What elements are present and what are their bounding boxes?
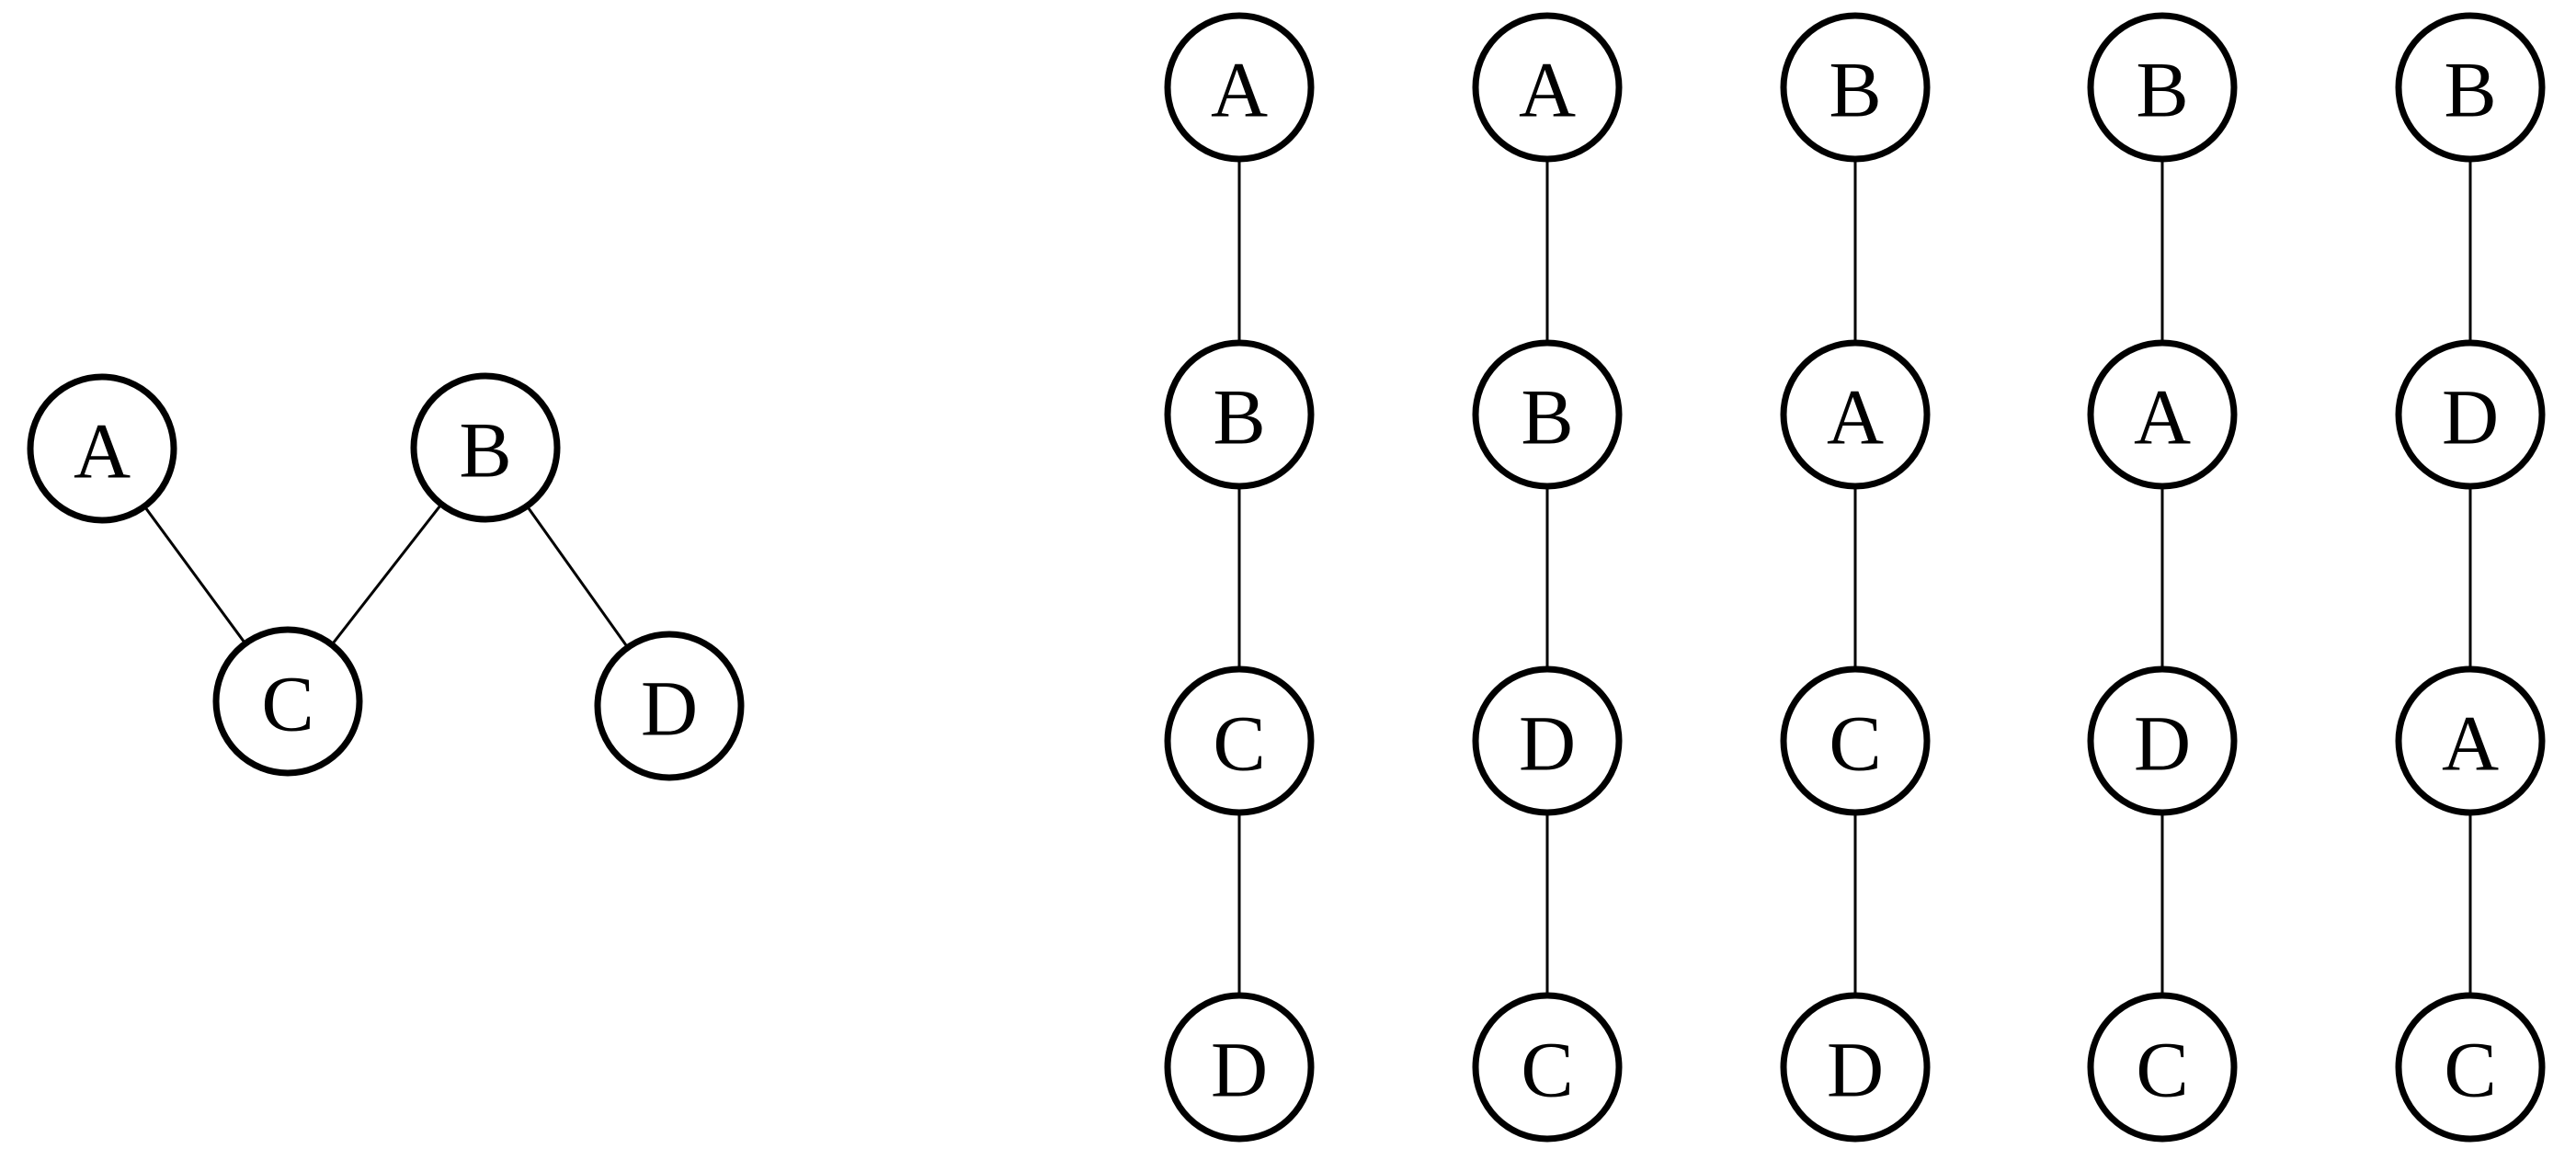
chain-1-node-4: D	[1164, 992, 1315, 1143]
left-graph: A B C D	[27, 372, 745, 781]
node-circle	[1780, 992, 1931, 1143]
chain-3-node-3: C	[1780, 665, 1931, 816]
node-label: A	[2442, 699, 2499, 788]
node-circle	[2087, 12, 2238, 163]
chain-2: A B D C	[1472, 12, 1623, 1143]
node-circle	[2087, 665, 2238, 816]
node-circle	[1164, 12, 1315, 163]
chain-1-node-3: C	[1164, 665, 1315, 816]
node-circle	[1780, 665, 1931, 816]
chain-5-node-4: C	[2395, 992, 2546, 1143]
chain-5-node-3: A	[2395, 665, 2546, 816]
node-circle	[1780, 339, 1931, 490]
node-label: B	[2444, 46, 2496, 134]
chain-orderings: A B C D A B D C B A C D B A D C B D A C	[1164, 12, 2546, 1143]
chain-4-node-2: A	[2087, 339, 2238, 490]
node-label: D	[641, 665, 698, 753]
node-label: B	[1213, 373, 1265, 461]
node-label: C	[2444, 1026, 2496, 1114]
node-label: B	[1521, 373, 1573, 461]
chain-1: A B C D	[1164, 12, 1315, 1143]
graph-node-b: B	[410, 372, 561, 523]
node-circle	[2395, 339, 2546, 490]
chain-2-node-4: C	[1472, 992, 1623, 1143]
node-label: D	[1827, 1026, 1884, 1114]
chain-4-node-1: B	[2087, 12, 2238, 163]
node-label: A	[74, 407, 131, 495]
chain-1-node-1: A	[1164, 12, 1315, 163]
node-circle	[2395, 12, 2546, 163]
graph-node-d: D	[594, 631, 745, 781]
chain-3: B A C D	[1780, 12, 1931, 1143]
chain-5-node-1: B	[2395, 12, 2546, 163]
chain-3-node-4: D	[1780, 992, 1931, 1143]
node-label: A	[1519, 46, 1576, 134]
node-label: B	[1829, 46, 1881, 134]
node-circle	[1472, 665, 1623, 816]
graph-node-a: A	[27, 373, 177, 524]
node-label: B	[459, 406, 511, 495]
graph-node-c: C	[212, 626, 363, 777]
chain-2-node-2: B	[1472, 339, 1623, 490]
node-circle	[1472, 339, 1623, 490]
node-label: A	[1211, 46, 1268, 134]
node-label: D	[1211, 1026, 1268, 1114]
node-circle	[2087, 339, 2238, 490]
node-circle	[1164, 339, 1315, 490]
node-label: C	[1521, 1026, 1573, 1114]
node-label: B	[2136, 46, 2188, 134]
node-circle	[2395, 665, 2546, 816]
node-circle	[1472, 992, 1623, 1143]
chain-4-node-3: D	[2087, 665, 2238, 816]
node-circle	[27, 373, 177, 524]
chain-3-node-1: B	[1780, 12, 1931, 163]
node-label: C	[261, 660, 313, 748]
node-circle	[2395, 992, 2546, 1143]
chain-4: B A D C	[2087, 12, 2238, 1143]
chain-4-node-4: C	[2087, 992, 2238, 1143]
node-label: D	[1519, 699, 1576, 788]
node-circle	[594, 631, 745, 781]
node-label: D	[2442, 373, 2499, 461]
chain-1-node-2: B	[1164, 339, 1315, 490]
chain-3-node-2: A	[1780, 339, 1931, 490]
node-circle	[212, 626, 363, 777]
node-circle	[1164, 992, 1315, 1143]
node-circle	[410, 372, 561, 523]
node-circle	[1472, 12, 1623, 163]
chain-2-node-3: D	[1472, 665, 1623, 816]
node-label: C	[2136, 1026, 2188, 1114]
node-label: A	[1827, 373, 1884, 461]
node-label: A	[2134, 373, 2191, 461]
chain-2-node-1: A	[1472, 12, 1623, 163]
node-circle	[2087, 992, 2238, 1143]
chain-5-node-2: D	[2395, 339, 2546, 490]
node-circle	[1780, 12, 1931, 163]
node-circle	[1164, 665, 1315, 816]
node-label: C	[1213, 699, 1265, 788]
chain-5: B D A C	[2395, 12, 2546, 1143]
node-label: C	[1829, 699, 1881, 788]
node-label: D	[2134, 699, 2191, 788]
